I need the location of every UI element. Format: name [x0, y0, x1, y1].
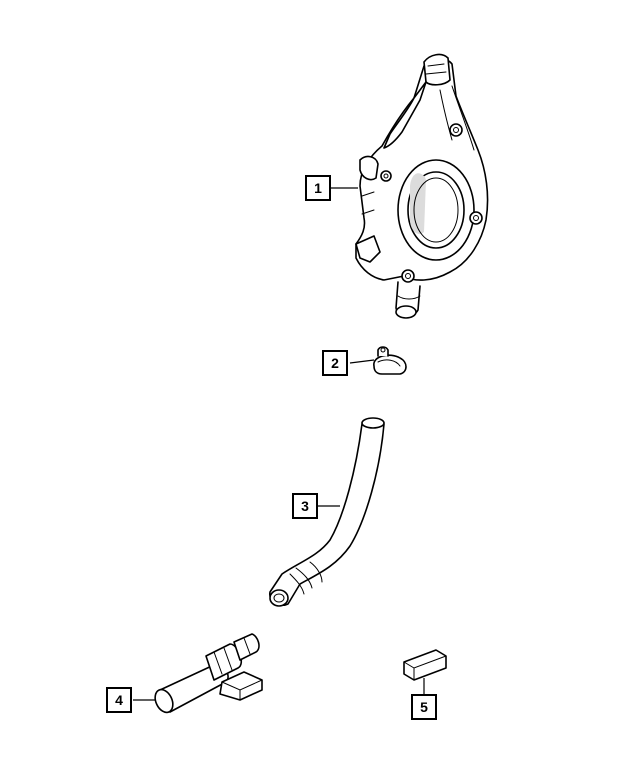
oil-pickup-drawing[interactable]	[152, 633, 263, 715]
callout-2[interactable]: 2	[322, 350, 348, 376]
leader-line-2	[349, 359, 375, 364]
hose-drawing[interactable]	[269, 417, 385, 607]
callout-3[interactable]: 3	[292, 493, 318, 519]
callout-2-label: 2	[331, 355, 339, 371]
callout-4[interactable]: 4	[106, 687, 132, 713]
clamp-drawing[interactable]	[373, 346, 407, 375]
callout-4-label: 4	[115, 692, 123, 708]
oil-pump-drawing[interactable]	[355, 53, 489, 319]
callout-1-label: 1	[314, 180, 322, 196]
callout-5-label: 5	[420, 699, 428, 715]
callout-3-label: 3	[301, 498, 309, 514]
callout-1[interactable]: 1	[305, 175, 331, 201]
seal-block-drawing[interactable]	[403, 649, 447, 681]
callout-5[interactable]: 5	[411, 694, 437, 720]
